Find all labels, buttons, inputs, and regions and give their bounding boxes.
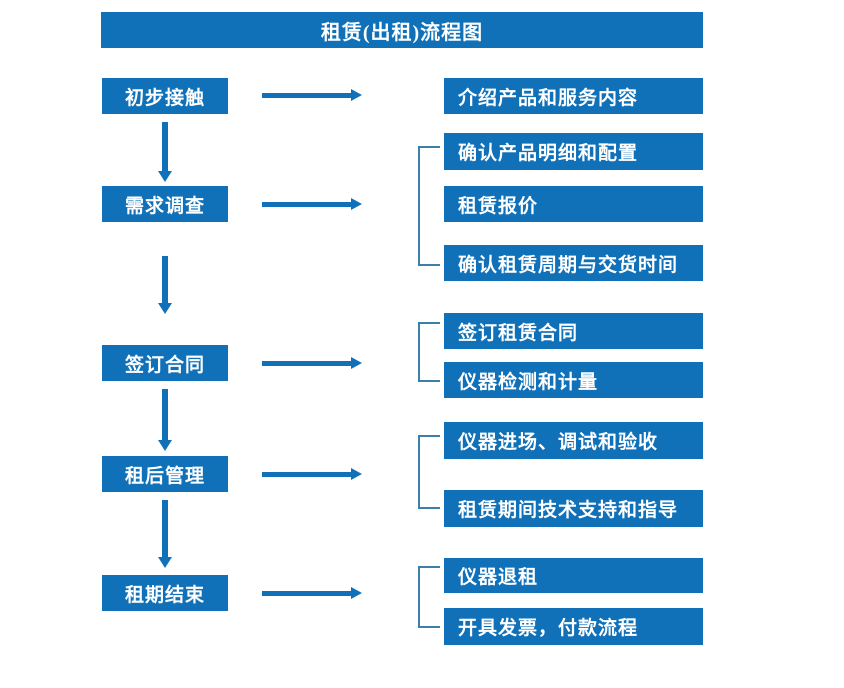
stage-box-sign-contract[interactable]: 签订合同 <box>102 345 228 381</box>
flow-arrow-down-3 <box>158 389 172 451</box>
link-arrow-right-1 <box>262 89 362 101</box>
detail-box-confirm-lease-period[interactable]: 确认租赁周期与交货时间 <box>444 245 703 281</box>
detail-box-rental-quotation[interactable]: 租赁报价 <box>444 186 703 222</box>
detail-box-invoice-payment[interactable]: 开具发票，付款流程 <box>444 608 703 645</box>
group-bracket-sign-contract <box>418 322 440 382</box>
chart-title: 租赁(出租)流程图 <box>101 12 703 48</box>
stage-box-post-rental-management[interactable]: 租后管理 <box>102 456 228 492</box>
flow-arrow-down-4 <box>158 500 172 568</box>
detail-box-instrument-onsite[interactable]: 仪器进场、调试和验收 <box>444 422 703 459</box>
detail-box-confirm-product-spec[interactable]: 确认产品明细和配置 <box>444 133 703 170</box>
link-arrow-right-3 <box>262 357 362 369</box>
stage-box-demand-survey[interactable]: 需求调查 <box>102 186 228 222</box>
stage-box-initial-contact[interactable]: 初步接触 <box>102 78 228 114</box>
detail-box-technical-support[interactable]: 租赁期间技术支持和指导 <box>444 490 703 527</box>
link-arrow-right-2 <box>262 198 362 210</box>
group-bracket-lease-end <box>418 566 440 628</box>
link-arrow-right-5 <box>262 587 362 599</box>
link-arrow-right-4 <box>262 468 362 480</box>
detail-box-instrument-inspection[interactable]: 仪器检测和计量 <box>444 362 703 398</box>
flow-arrow-down-1 <box>158 122 172 182</box>
detail-box-introduce-products[interactable]: 介绍产品和服务内容 <box>444 78 703 114</box>
flow-arrow-down-2 <box>158 256 172 314</box>
detail-box-sign-lease-contract[interactable]: 签订租赁合同 <box>444 313 703 349</box>
stage-box-lease-end[interactable]: 租期结束 <box>102 575 228 611</box>
group-bracket-post-rental <box>418 435 440 509</box>
detail-box-instrument-return[interactable]: 仪器退租 <box>444 558 703 593</box>
group-bracket-demand-survey <box>418 146 440 266</box>
